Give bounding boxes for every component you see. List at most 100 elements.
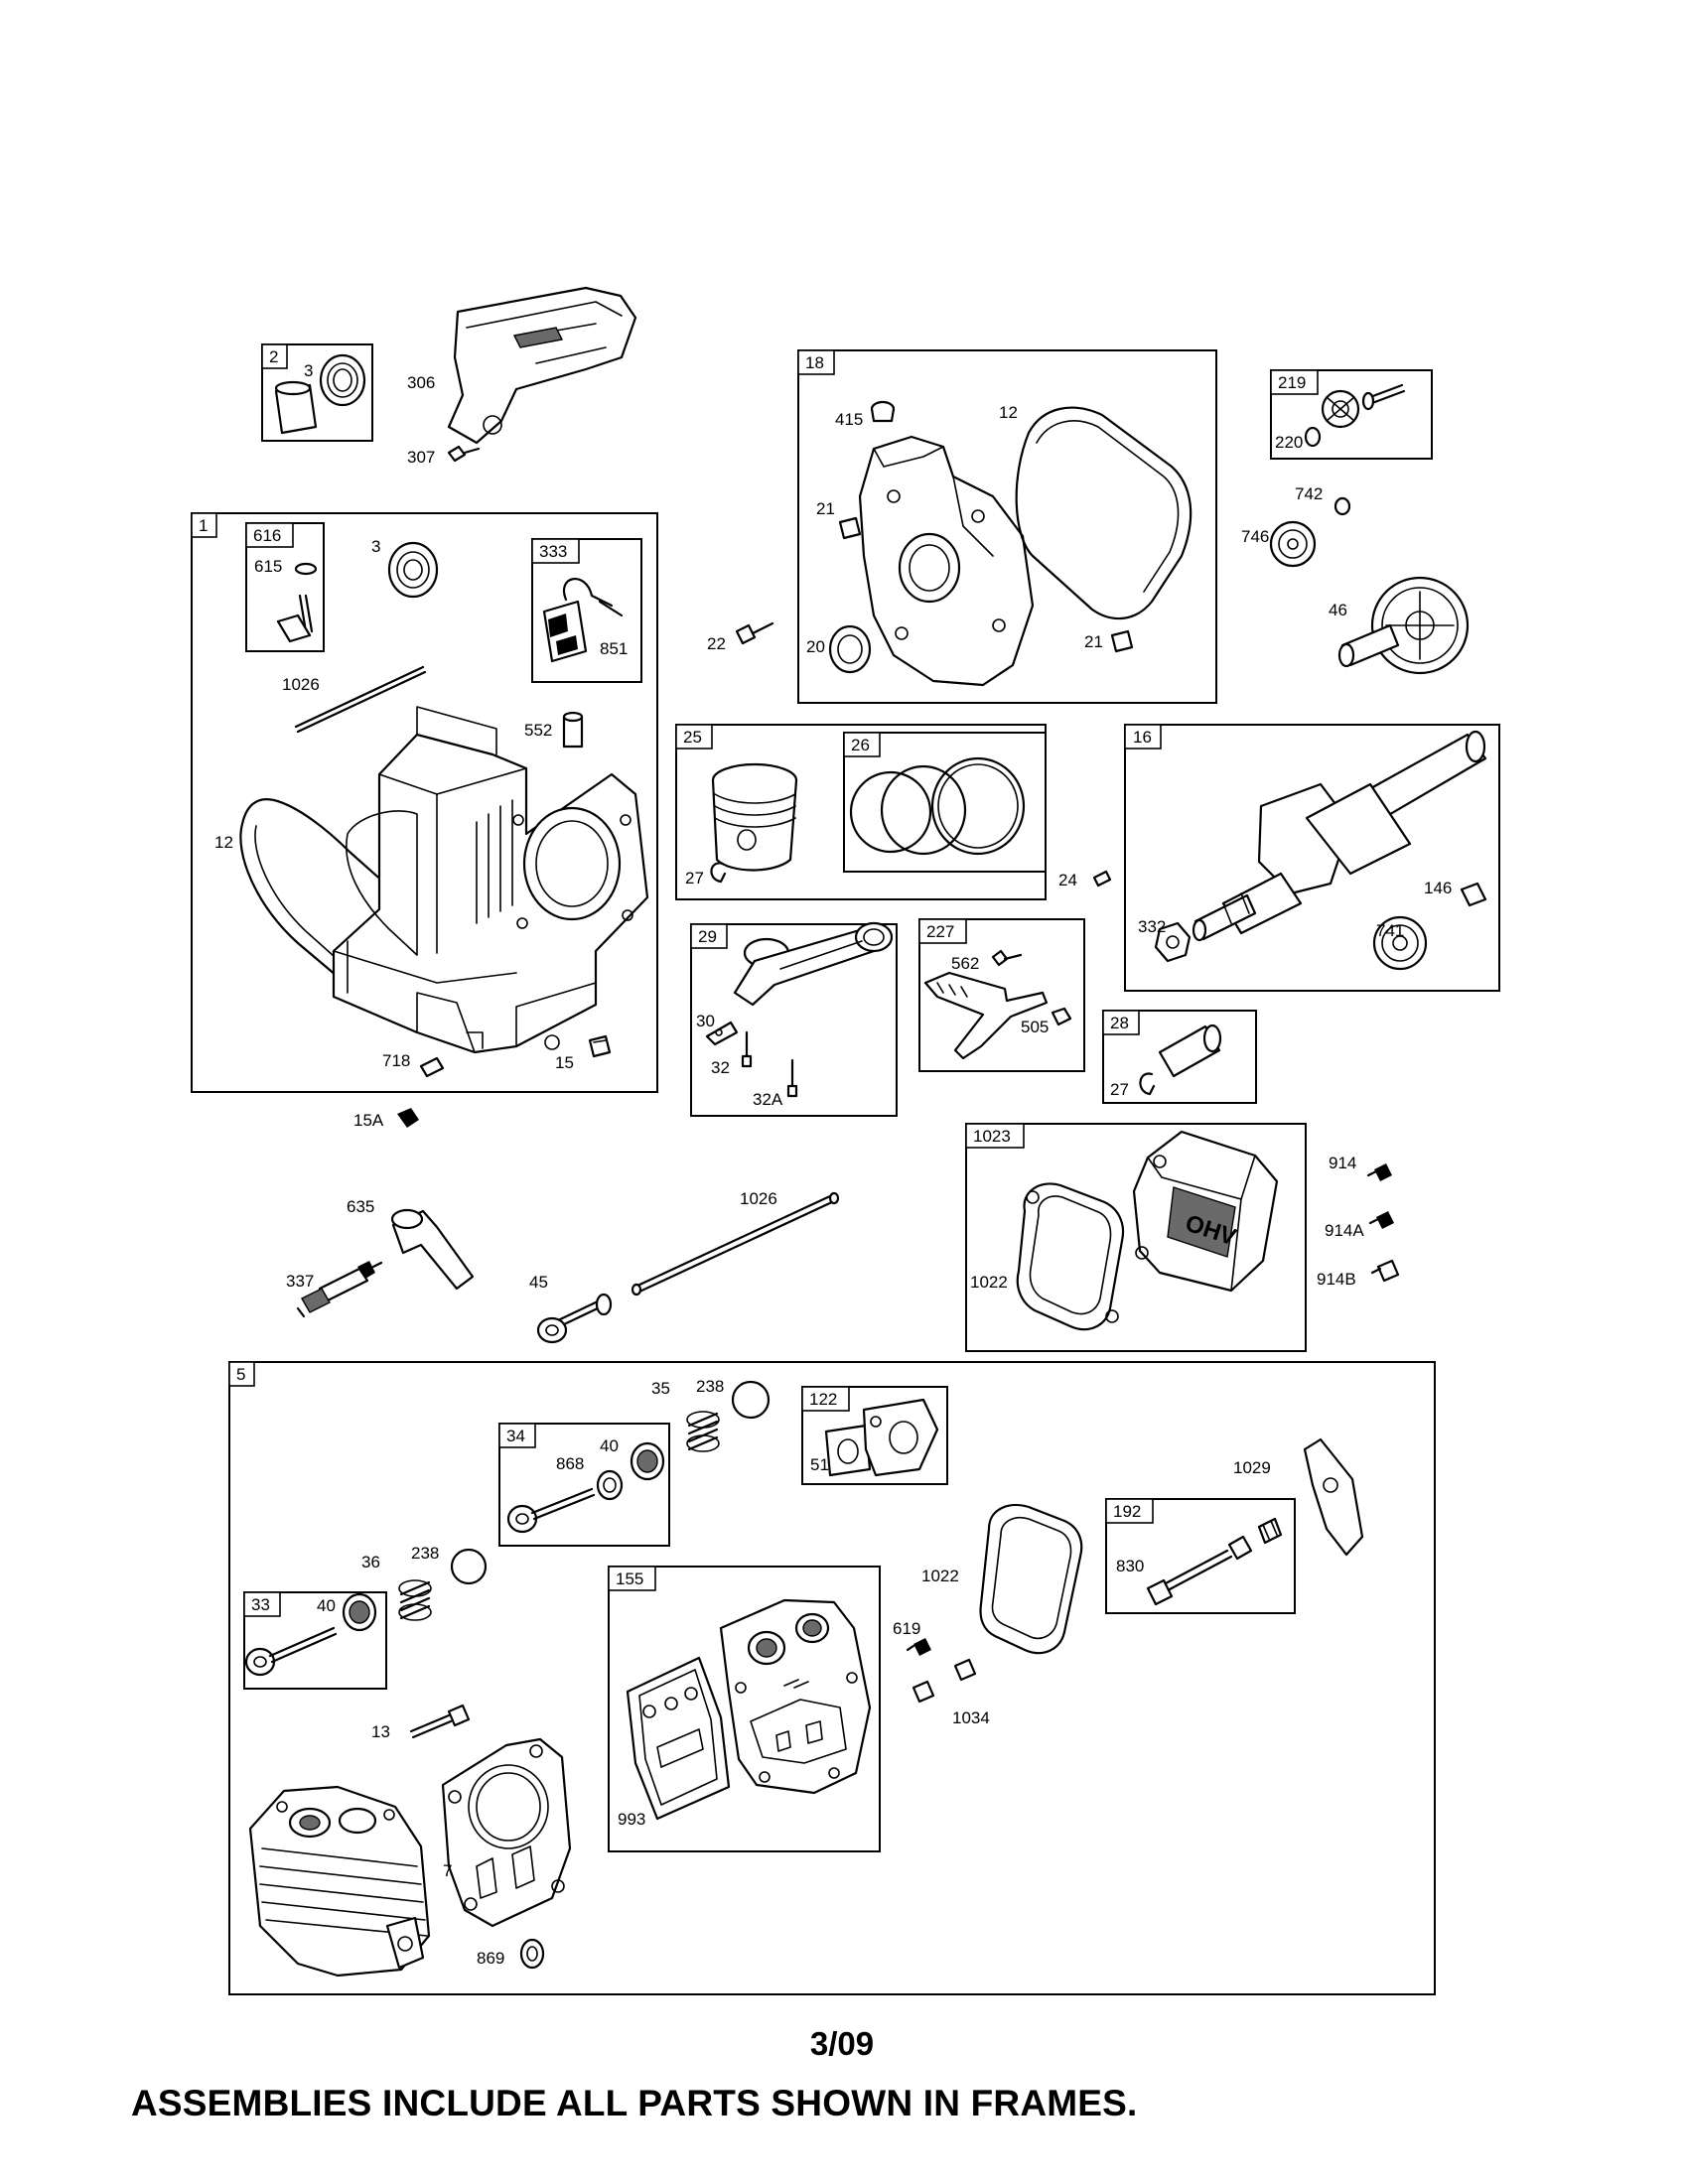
key-146-drawing (1460, 882, 1487, 907)
frame-5: 5 (228, 1361, 1436, 1995)
svg-text:18: 18 (805, 353, 824, 372)
part-label: 13 (371, 1722, 390, 1741)
part-label: 22 (707, 634, 726, 653)
oil-fill-plug-drawing (870, 400, 896, 423)
camshaft-46-drawing (1337, 576, 1470, 675)
connecting-rod-drawing (733, 921, 894, 1007)
svg-text:1023: 1023 (973, 1127, 1011, 1146)
part-label: 1034 (952, 1708, 990, 1727)
intake-gasket-51-drawing (824, 1424, 872, 1477)
svg-text:192: 192 (1113, 1502, 1141, 1521)
push-rod-upper-drawing (294, 665, 427, 734)
part-label: 1029 (1233, 1458, 1271, 1477)
screw-619-drawing (906, 1638, 931, 1656)
part-label: 3 (304, 361, 313, 380)
valve-spring-36-drawing (398, 1579, 432, 1621)
breather-tube-drawing (276, 562, 318, 643)
part-label: 238 (696, 1377, 724, 1396)
part-label: 307 (407, 448, 435, 467)
part-label: 12 (214, 833, 233, 852)
dowel-21-right-drawing (1110, 629, 1134, 653)
plug-15-drawing (588, 1034, 612, 1058)
part-label: 718 (382, 1051, 410, 1070)
cover-gasket-drawing (1015, 406, 1193, 620)
svg-text:333: 333 (539, 542, 567, 561)
frame-26: 26 (843, 732, 1047, 873)
svg-text:16: 16 (1133, 728, 1152, 747)
seal-20-drawing (828, 624, 872, 674)
frame-155: 155 (608, 1566, 881, 1852)
part-label: 746 (1241, 527, 1269, 546)
svg-text:25: 25 (683, 728, 702, 747)
svg-text:155: 155 (616, 1570, 643, 1588)
rod-bolt-32-drawing (741, 1030, 753, 1068)
cylinder-head-drawing (248, 1785, 431, 1978)
oil-seal-drawing (319, 353, 366, 407)
crankcase-seal-drawing (387, 541, 439, 599)
washer-742-drawing (1333, 496, 1351, 516)
page-date: 3/09 (809, 2025, 875, 2062)
part-label: 1022 (970, 1273, 1008, 1292)
cam-gear-746-drawing (1269, 520, 1317, 568)
part-label: 35 (651, 1379, 670, 1398)
piston-pin-drawing (1158, 1024, 1222, 1078)
crankshaft-drawing (1192, 730, 1487, 942)
frame-1023: 1023 (965, 1123, 1307, 1352)
head-gasket-7-drawing (441, 1737, 572, 1928)
part-label: 619 (893, 1619, 920, 1638)
part-label: 20 (806, 637, 825, 656)
svg-text:29: 29 (698, 927, 717, 946)
part-label: 45 (529, 1273, 548, 1292)
part-label: 40 (600, 1436, 619, 1455)
svg-text:26: 26 (851, 736, 870, 754)
part-label: 993 (618, 1810, 645, 1829)
part-label: 562 (951, 954, 979, 973)
part-label: 914B (1317, 1270, 1356, 1289)
part-label: 1026 (282, 675, 320, 694)
rod-cap-dipper-30-drawing (705, 1021, 739, 1046)
frame-1: 1 (191, 512, 658, 1093)
bolt-22-drawing (735, 621, 774, 645)
piston-pin-clip-27b-drawing (1139, 1072, 1156, 1096)
plug-15a-drawing (397, 1108, 419, 1128)
frame-219: 219 (1270, 369, 1433, 460)
rocker-arm-1029-drawing (1303, 1437, 1364, 1557)
governor-lever-drawing (923, 971, 1049, 1060)
valve-seat-869-drawing (519, 1938, 545, 1970)
frame-34: 34 (498, 1423, 670, 1547)
crankcase-cover-drawing (858, 435, 1035, 687)
piston-pin-clip-27-drawing (710, 862, 727, 884)
intake-valve-34-drawing (506, 1487, 596, 1534)
carb-gasket-993-drawing (626, 1656, 731, 1821)
footer-note: ASSEMBLIES INCLUDE ALL PARTS SHOWN IN FR… (131, 2083, 1138, 2123)
screw-914a-drawing (1368, 1211, 1394, 1229)
piston-drawing (711, 762, 798, 872)
valve-stem-seal-40b-drawing (342, 1592, 377, 1632)
frame-16: 16 (1124, 724, 1500, 992)
svg-text:227: 227 (926, 922, 954, 941)
screw-914b-drawing (1370, 1259, 1400, 1283)
part-label: 851 (600, 639, 628, 658)
part-label: 635 (347, 1197, 374, 1216)
valve-spring-35-drawing (686, 1411, 720, 1452)
part-label: 32A (753, 1090, 783, 1109)
rocker-stud-830-drawing (1146, 1517, 1283, 1606)
svg-text:33: 33 (251, 1595, 270, 1614)
piston-rings-drawing (849, 756, 1026, 856)
part-label: 27 (1110, 1080, 1129, 1099)
push-rod-lower-drawing (631, 1191, 840, 1297)
part-label: 238 (411, 1544, 439, 1563)
part-label: 415 (835, 410, 863, 429)
frame-333: 333 (531, 538, 642, 683)
part-label: 868 (556, 1454, 584, 1473)
part-label: 914A (1325, 1221, 1364, 1240)
blower-housing-drawing (447, 286, 637, 445)
part-label: 914 (1329, 1154, 1356, 1172)
frame-122: 122 (801, 1386, 948, 1485)
part-label: 220 (1275, 433, 1303, 452)
svg-text:1: 1 (199, 516, 208, 535)
valve-seal-868-drawing (596, 1469, 624, 1501)
part-label: 3 (371, 537, 380, 556)
part-label: 27 (685, 869, 704, 887)
nut-1034-b-drawing (912, 1680, 935, 1704)
